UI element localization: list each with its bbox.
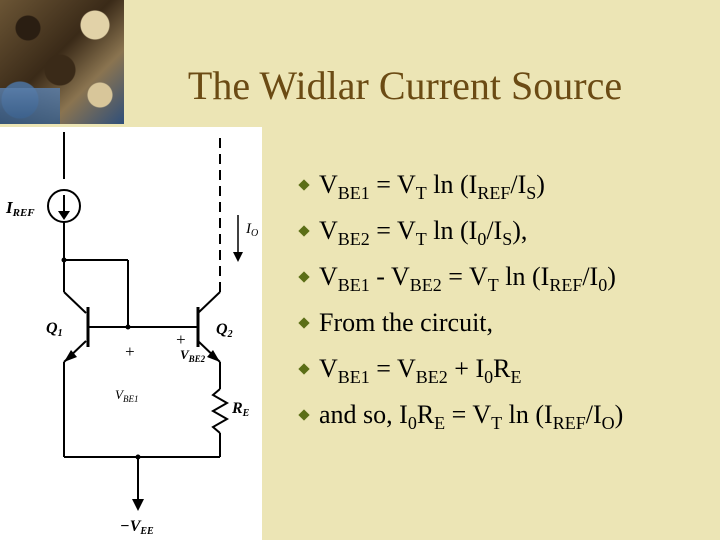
subscript-text: REF <box>549 275 583 295</box>
bullet-text: VBE1 = VT ln (IREF/IS) <box>319 170 545 203</box>
subscript-text: T <box>415 229 427 249</box>
q1-emitter-arrow <box>64 350 77 362</box>
subscript-text: T <box>487 275 499 295</box>
subscript-text: 0 <box>598 275 608 295</box>
vbe2-label: VBE2 <box>180 347 206 364</box>
diamond-bullet-icon <box>298 179 310 191</box>
junction-dot <box>125 324 131 330</box>
junction-dot <box>135 454 141 460</box>
subscript-text: T <box>415 183 427 203</box>
decorative-photo-fabric <box>0 88 60 124</box>
io-label: IO <box>245 221 258 239</box>
subscript-text: T <box>491 413 503 433</box>
equation-text: V <box>319 262 338 291</box>
bullet-item: From the circuit, <box>296 300 623 346</box>
equation-text: ), <box>512 216 528 245</box>
q2-label: Q2 <box>216 321 233 340</box>
subscript-text: S <box>526 183 537 203</box>
equation-text: V <box>319 216 338 245</box>
subscript-text: REF <box>477 183 511 203</box>
vee-arrow-head <box>132 499 144 511</box>
equation-text: - V <box>369 262 410 291</box>
equation-text: and so, I <box>319 400 408 429</box>
bullet-item: VBE1 = VBE2 + I0RE <box>296 346 623 392</box>
subscript-text: O <box>601 413 615 433</box>
equation-text: = V <box>369 354 416 383</box>
q1-collector <box>63 291 87 314</box>
vbe1-label: VBE1 <box>115 387 138 404</box>
equation-text: /I <box>585 400 602 429</box>
subscript-text: BE2 <box>337 229 370 249</box>
bullet-text: VBE1 = VBE2 + I0RE <box>319 354 522 387</box>
re-resistor <box>210 388 230 434</box>
diamond-bullet-icon <box>298 363 310 375</box>
vbe1-plus-sign: + <box>124 342 135 361</box>
equation-text: = V <box>369 170 416 199</box>
equation-text: ln (I <box>426 216 478 245</box>
equation-text: R <box>493 354 511 383</box>
equation-text: ln (I <box>498 262 550 291</box>
diamond-bullet-icon <box>298 317 310 329</box>
circuit-diagram: IREF IO Q1 Q2 + + VBE2 VBE1 RE −VEE <box>0 127 262 540</box>
subscript-text: E <box>510 367 522 387</box>
subscript-text: S <box>502 229 513 249</box>
equation-text: ) <box>614 400 624 429</box>
equation-text: = V <box>441 262 488 291</box>
equation-text: = V <box>445 400 492 429</box>
junction-dot <box>61 257 67 263</box>
slide-title: The Widlar Current Source <box>187 63 623 108</box>
equation-text: ) <box>536 170 545 199</box>
equation-text: /I <box>582 262 599 291</box>
equation-text: /I <box>510 170 527 199</box>
bullet-item: VBE2 = VT ln (I0/IS), <box>296 208 623 254</box>
subscript-text: BE2 <box>409 275 442 295</box>
diamond-bullet-icon <box>298 409 310 421</box>
vee-label: −VEE <box>120 518 154 537</box>
re-label: RE <box>231 400 250 419</box>
q2-collector <box>197 291 221 314</box>
bullet-item: VBE1 - VBE2 = VT ln (IREF/I0) <box>296 254 623 300</box>
circuit-schematic: IREF IO Q1 Q2 + + VBE2 VBE1 RE −VEE <box>5 132 258 537</box>
equation-text: + I <box>447 354 485 383</box>
diamond-bullet-icon <box>298 225 310 237</box>
subscript-text: REF <box>552 413 586 433</box>
equation-text: ln (I <box>426 170 478 199</box>
bullet-text: VBE1 - VBE2 = VT ln (IREF/I0) <box>319 262 616 295</box>
equation-text: R <box>416 400 435 429</box>
subscript-text: E <box>434 413 446 433</box>
equation-text: V <box>319 354 338 383</box>
equation-list: VBE1 = VT ln (IREF/IS) VBE2 = VT ln (I0/… <box>296 162 623 438</box>
q1-label: Q1 <box>46 320 63 339</box>
diamond-bullet-icon <box>298 271 310 283</box>
subscript-text: 0 <box>484 367 494 387</box>
q2-emitter-arrow <box>207 350 220 362</box>
io-arrow-head <box>233 252 243 262</box>
bullet-text: and so, I0RE = VT ln (IREF/IO) <box>319 400 624 433</box>
bullet-text: From the circuit, <box>319 308 493 338</box>
iref-arrow-head <box>58 211 70 220</box>
equation-text: = V <box>369 216 416 245</box>
subscript-text: 0 <box>407 413 417 433</box>
bullet-item: and so, I0RE = VT ln (IREF/IO) <box>296 392 623 438</box>
subscript-text: BE2 <box>415 367 448 387</box>
subscript-text: BE1 <box>337 275 370 295</box>
bullet-item: VBE1 = VT ln (IREF/IS) <box>296 162 623 208</box>
equation-text: /I <box>486 216 503 245</box>
subscript-text: BE1 <box>337 183 370 203</box>
iref-label: IREF <box>5 198 35 219</box>
equation-text: V <box>319 170 338 199</box>
equation-text: From the circuit, <box>319 308 494 337</box>
equation-text: ) <box>607 262 616 291</box>
bullet-text: VBE2 = VT ln (I0/IS), <box>319 216 528 249</box>
equation-text: ln (I <box>502 400 553 429</box>
subscript-text: BE1 <box>337 367 370 387</box>
vbe2-plus-sign: + <box>175 330 186 349</box>
subscript-text: 0 <box>477 229 487 249</box>
